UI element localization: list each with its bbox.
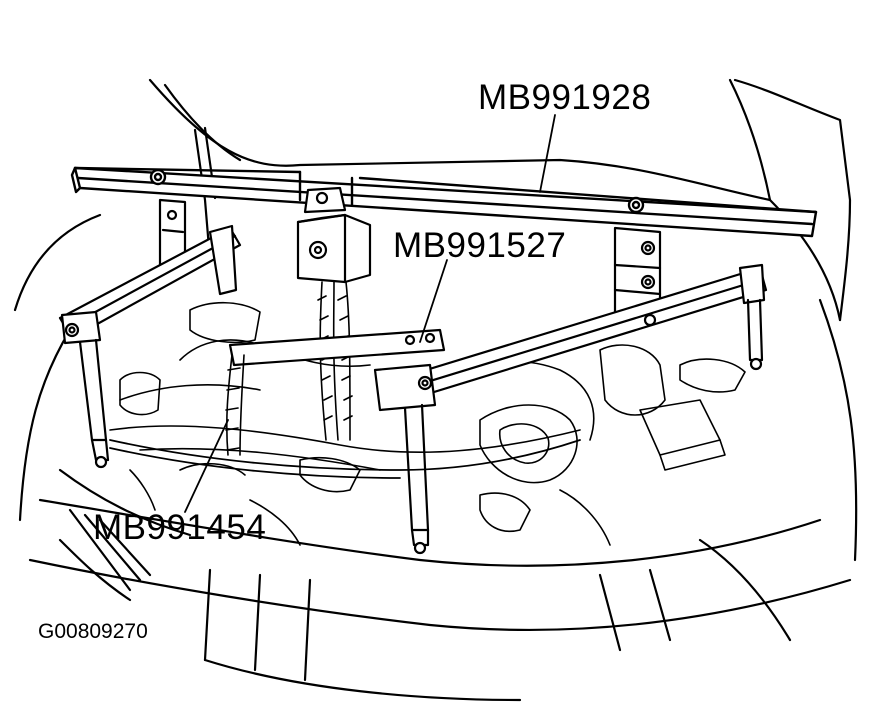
hoist-mb991527 — [296, 186, 372, 284]
engine-components — [109, 301, 746, 546]
right-side-arm — [398, 263, 768, 402]
callout-mb991454: MB991454 — [93, 508, 267, 547]
front-body — [28, 298, 858, 702]
chain-mb991454 — [225, 354, 245, 456]
lower-rods — [109, 439, 581, 479]
figure-id: G00809270 — [38, 620, 148, 643]
callout-mb991527: MB991527 — [393, 226, 567, 265]
right-front-leg — [373, 363, 437, 555]
callout-mb991928: MB991928 — [478, 78, 652, 117]
leader-line-mb991928 — [539, 114, 556, 193]
crossbar-mb991928 — [70, 166, 818, 238]
left-fender — [13, 126, 217, 537]
left-front-leg — [60, 310, 110, 469]
hoist-chains — [317, 281, 353, 441]
leader-line-mb991527 — [419, 259, 448, 343]
hanger-plate — [228, 328, 446, 367]
